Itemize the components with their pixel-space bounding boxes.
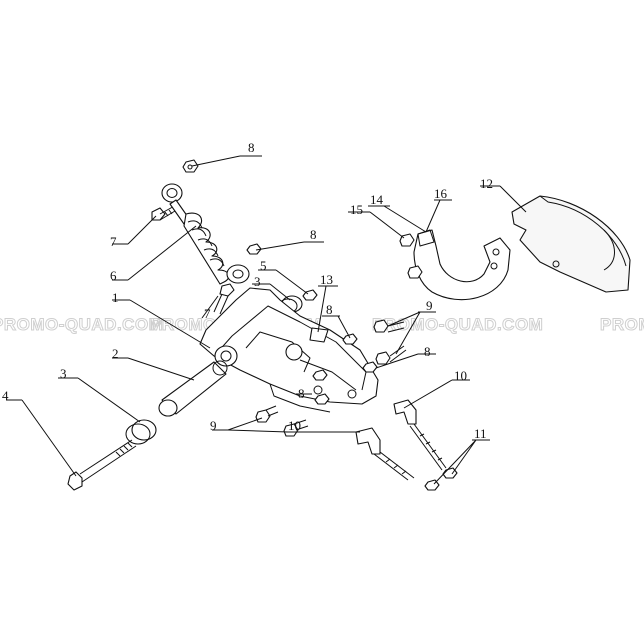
mudguard-bracket [399, 229, 511, 301]
leader-lines [6, 155, 527, 485]
bracket-lower [355, 427, 415, 481]
label-part-7-upper: 7 [110, 234, 117, 249]
long-bolt [67, 439, 137, 491]
label-part-6: 6 [110, 268, 117, 283]
watermark-right: PROMO-QUAD.COM [600, 315, 644, 334]
label-part-7-lower: 7 [204, 306, 211, 321]
swing-arm [199, 287, 379, 413]
label-part-12: 12 [480, 176, 493, 191]
label-part-13: 13 [320, 272, 333, 287]
label-part-5: 5 [260, 258, 267, 273]
bushing-lower [125, 419, 157, 445]
mud-cover [511, 195, 631, 293]
watermark-center-right: PROMO-QUAD.COM [372, 315, 543, 334]
label-part-2: 2 [112, 346, 119, 361]
bolt-lower [213, 283, 235, 315]
nut-right-2 [362, 361, 378, 373]
label-part-8-center: 8 [298, 386, 305, 401]
nut-shock-mid [246, 243, 262, 255]
nut-lower-center [314, 393, 330, 405]
nut-top [182, 159, 199, 173]
label-part-9-right: 9 [426, 298, 433, 313]
nut-right-1 [342, 333, 358, 345]
label-part-8-top: 8 [248, 140, 255, 155]
label-part-3-upper: 3 [254, 274, 261, 289]
label-part-3-lower: 3 [60, 366, 67, 381]
label-part-8-right-lower: 8 [424, 344, 431, 359]
pivot-tube [158, 360, 228, 417]
bolt-lower-2 [283, 419, 309, 437]
shock-absorber [161, 183, 250, 285]
bracket-upper-right [393, 399, 447, 471]
label-part-15: 15 [350, 202, 363, 217]
label-part-16: 16 [434, 186, 448, 201]
label-part-4: 4 [2, 388, 9, 403]
bracket-mount [309, 327, 329, 343]
nut-center [312, 369, 328, 381]
label-part-8-mid: 8 [310, 227, 317, 242]
watermark-left: PROMO-QUAD.COM [0, 315, 163, 334]
bolt-right-2 [375, 345, 407, 365]
label-part-10-upper: 10 [454, 368, 467, 383]
label-part-1: 1 [112, 290, 119, 305]
label-part-11: 11 [474, 426, 487, 441]
label-part-14: 14 [370, 192, 384, 207]
part-number-labels: 8 7 6 8 5 3 13 1 7 8 9 8 8 2 3 4 9 10 10… [2, 140, 493, 441]
bolt-lower-1 [255, 405, 279, 423]
label-part-10-lower: 10 [288, 418, 301, 433]
label-part-8-right: 8 [326, 302, 333, 317]
label-part-9-lower: 9 [210, 418, 217, 433]
